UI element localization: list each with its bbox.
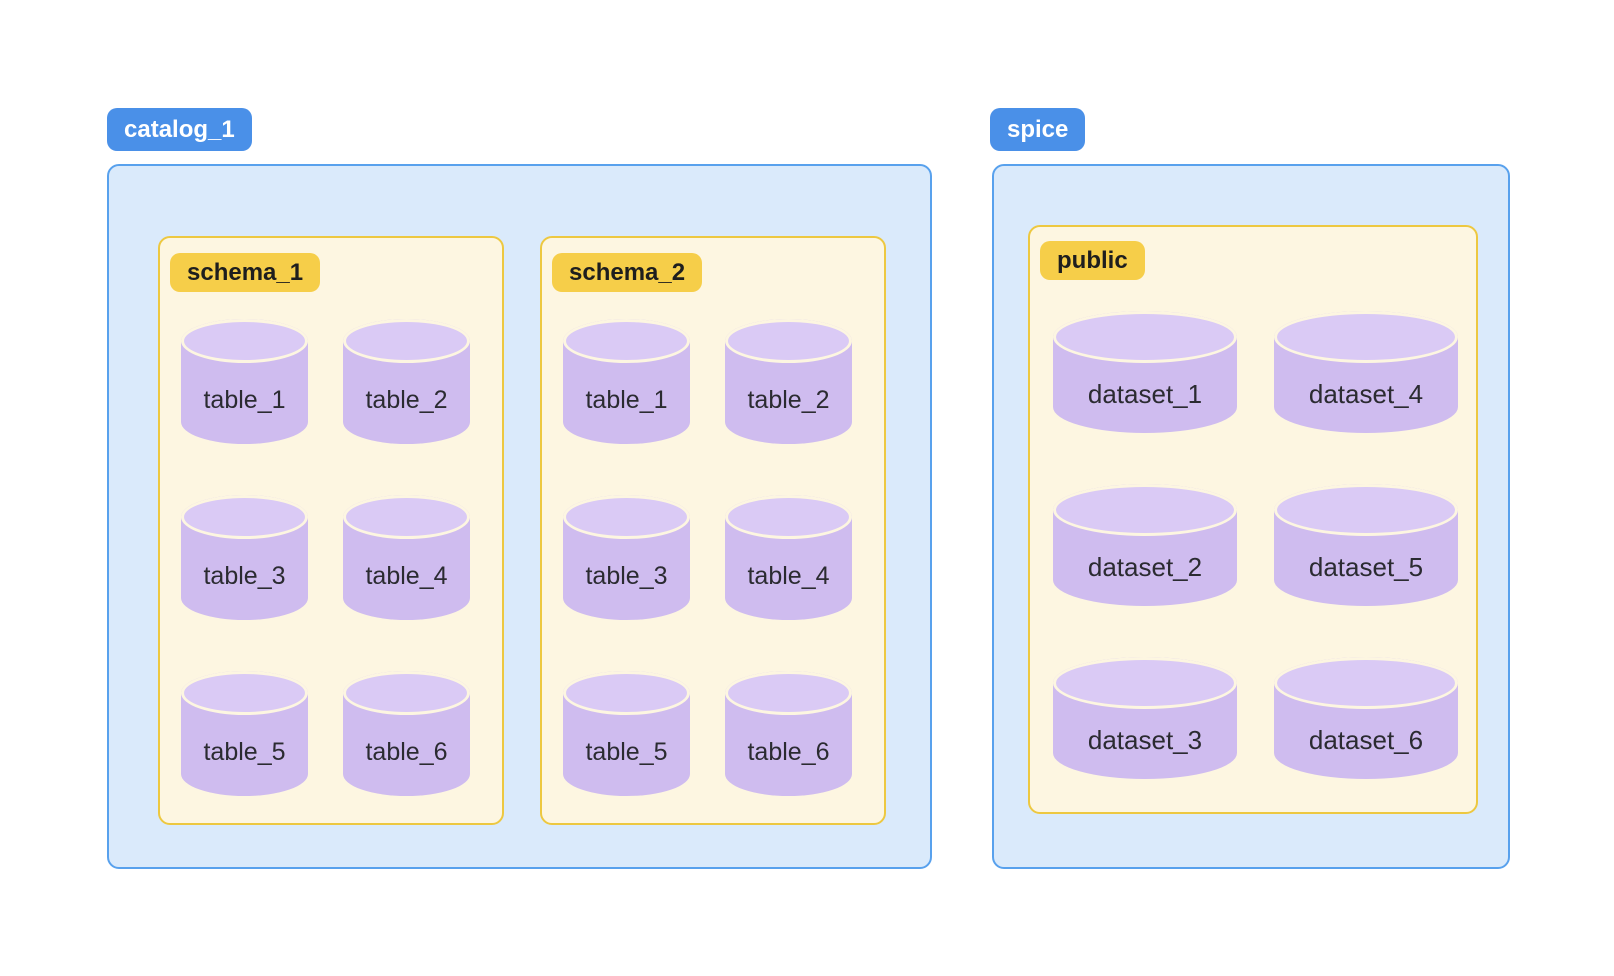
table-label: table_6 bbox=[747, 737, 830, 766]
cylinder-top-face bbox=[1053, 657, 1237, 709]
database-cylinder-icon: dataset_4 bbox=[1274, 311, 1458, 433]
database-cylinder-icon: table_6 bbox=[343, 671, 470, 796]
cylinder-top-face bbox=[725, 671, 852, 715]
database-cylinder-icon: table_6 bbox=[725, 671, 852, 796]
database-cylinder-icon: table_5 bbox=[181, 671, 308, 796]
cylinder-top-face bbox=[181, 671, 308, 715]
public-badge: public bbox=[1040, 241, 1145, 280]
dataset-label: dataset_5 bbox=[1308, 552, 1424, 582]
dataset-label: dataset_6 bbox=[1308, 725, 1424, 755]
database-cylinder-icon: dataset_6 bbox=[1274, 657, 1458, 779]
schema-2-table-grid: table_1 table_2 table_3 table_4 bbox=[563, 319, 852, 796]
public-schema-container: public dataset_1 dataset_4 dataset_2 bbox=[1028, 225, 1478, 814]
dataset-label: dataset_3 bbox=[1087, 725, 1203, 755]
cylinder-top-face bbox=[1053, 484, 1237, 536]
spice-badge: spice bbox=[990, 108, 1086, 151]
cylinder-top-face bbox=[343, 495, 470, 539]
table-label: table_5 bbox=[203, 737, 286, 766]
table-label: table_4 bbox=[747, 561, 830, 590]
catalog-1-container: schema_1 table_1 table_2 table_3 bbox=[107, 164, 932, 869]
table-label: table_1 bbox=[585, 385, 668, 414]
dataset-label: dataset_1 bbox=[1087, 379, 1203, 409]
database-cylinder-icon: table_2 bbox=[725, 319, 852, 444]
schema-2-badge: schema_2 bbox=[552, 253, 703, 292]
cylinder-top-face bbox=[725, 495, 852, 539]
database-cylinder-icon: table_5 bbox=[563, 671, 690, 796]
database-cylinder-icon: table_2 bbox=[343, 319, 470, 444]
table-label: table_2 bbox=[747, 385, 830, 414]
table-label: table_3 bbox=[585, 561, 668, 590]
table-label: table_2 bbox=[365, 385, 448, 414]
table-label: table_6 bbox=[365, 737, 448, 766]
database-cylinder-icon: dataset_3 bbox=[1053, 657, 1237, 779]
cylinder-top-face bbox=[725, 319, 852, 363]
database-cylinder-icon: dataset_1 bbox=[1053, 311, 1237, 433]
database-cylinder-icon: table_1 bbox=[181, 319, 308, 444]
cylinder-top-face bbox=[343, 319, 470, 363]
table-label: table_4 bbox=[365, 561, 448, 590]
catalog-1-badge: catalog_1 bbox=[107, 108, 252, 151]
table-label: table_5 bbox=[585, 737, 668, 766]
cylinder-top-face bbox=[563, 495, 690, 539]
schema-1-container: schema_1 table_1 table_2 table_3 bbox=[158, 236, 504, 825]
cylinder-top-face bbox=[1274, 657, 1458, 709]
cylinder-top-face bbox=[181, 495, 308, 539]
spice-group: spice public dataset_1 dataset_4 dataset bbox=[990, 108, 1510, 869]
cylinder-top-face bbox=[1274, 484, 1458, 536]
catalog-1-group: catalog_1 schema_1 table_1 table_2 table bbox=[107, 108, 932, 869]
cylinder-top-face bbox=[343, 671, 470, 715]
cylinder-top-face bbox=[181, 319, 308, 363]
database-cylinder-icon: table_3 bbox=[181, 495, 308, 620]
table-label: table_3 bbox=[203, 561, 286, 590]
public-dataset-grid: dataset_1 dataset_4 dataset_2 dataset_5 bbox=[1053, 311, 1458, 779]
cylinder-top-face bbox=[1053, 311, 1237, 363]
schema-2-container: schema_2 table_1 table_2 table_3 bbox=[540, 236, 886, 825]
schema-1-badge: schema_1 bbox=[170, 253, 321, 292]
dataset-label: dataset_2 bbox=[1087, 552, 1203, 582]
cylinder-top-face bbox=[563, 319, 690, 363]
dataset-label: dataset_4 bbox=[1308, 379, 1424, 409]
database-cylinder-icon: table_4 bbox=[343, 495, 470, 620]
database-cylinder-icon: dataset_5 bbox=[1274, 484, 1458, 606]
spice-container: public dataset_1 dataset_4 dataset_2 bbox=[992, 164, 1510, 869]
database-cylinder-icon: table_1 bbox=[563, 319, 690, 444]
table-label: table_1 bbox=[203, 385, 286, 414]
database-cylinder-icon: dataset_2 bbox=[1053, 484, 1237, 606]
cylinder-top-face bbox=[1274, 311, 1458, 363]
cylinder-top-face bbox=[563, 671, 690, 715]
database-cylinder-icon: table_4 bbox=[725, 495, 852, 620]
database-cylinder-icon: table_3 bbox=[563, 495, 690, 620]
schema-1-table-grid: table_1 table_2 table_3 table_4 bbox=[181, 319, 470, 796]
